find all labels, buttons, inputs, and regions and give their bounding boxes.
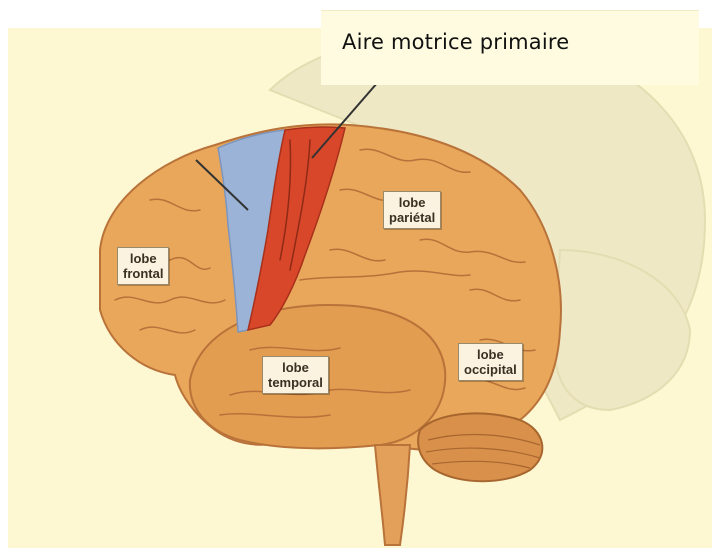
label-lobe-occipital: lobe occipital <box>458 343 523 381</box>
diagram-title: Aire motrice primaire <box>342 30 569 54</box>
label-lobe-frontal: lobe frontal <box>117 247 169 285</box>
label-lobe-parietal: lobe pariétal <box>383 191 441 229</box>
brain-body <box>100 124 561 545</box>
label-lobe-temporal: lobe temporal <box>262 356 329 394</box>
